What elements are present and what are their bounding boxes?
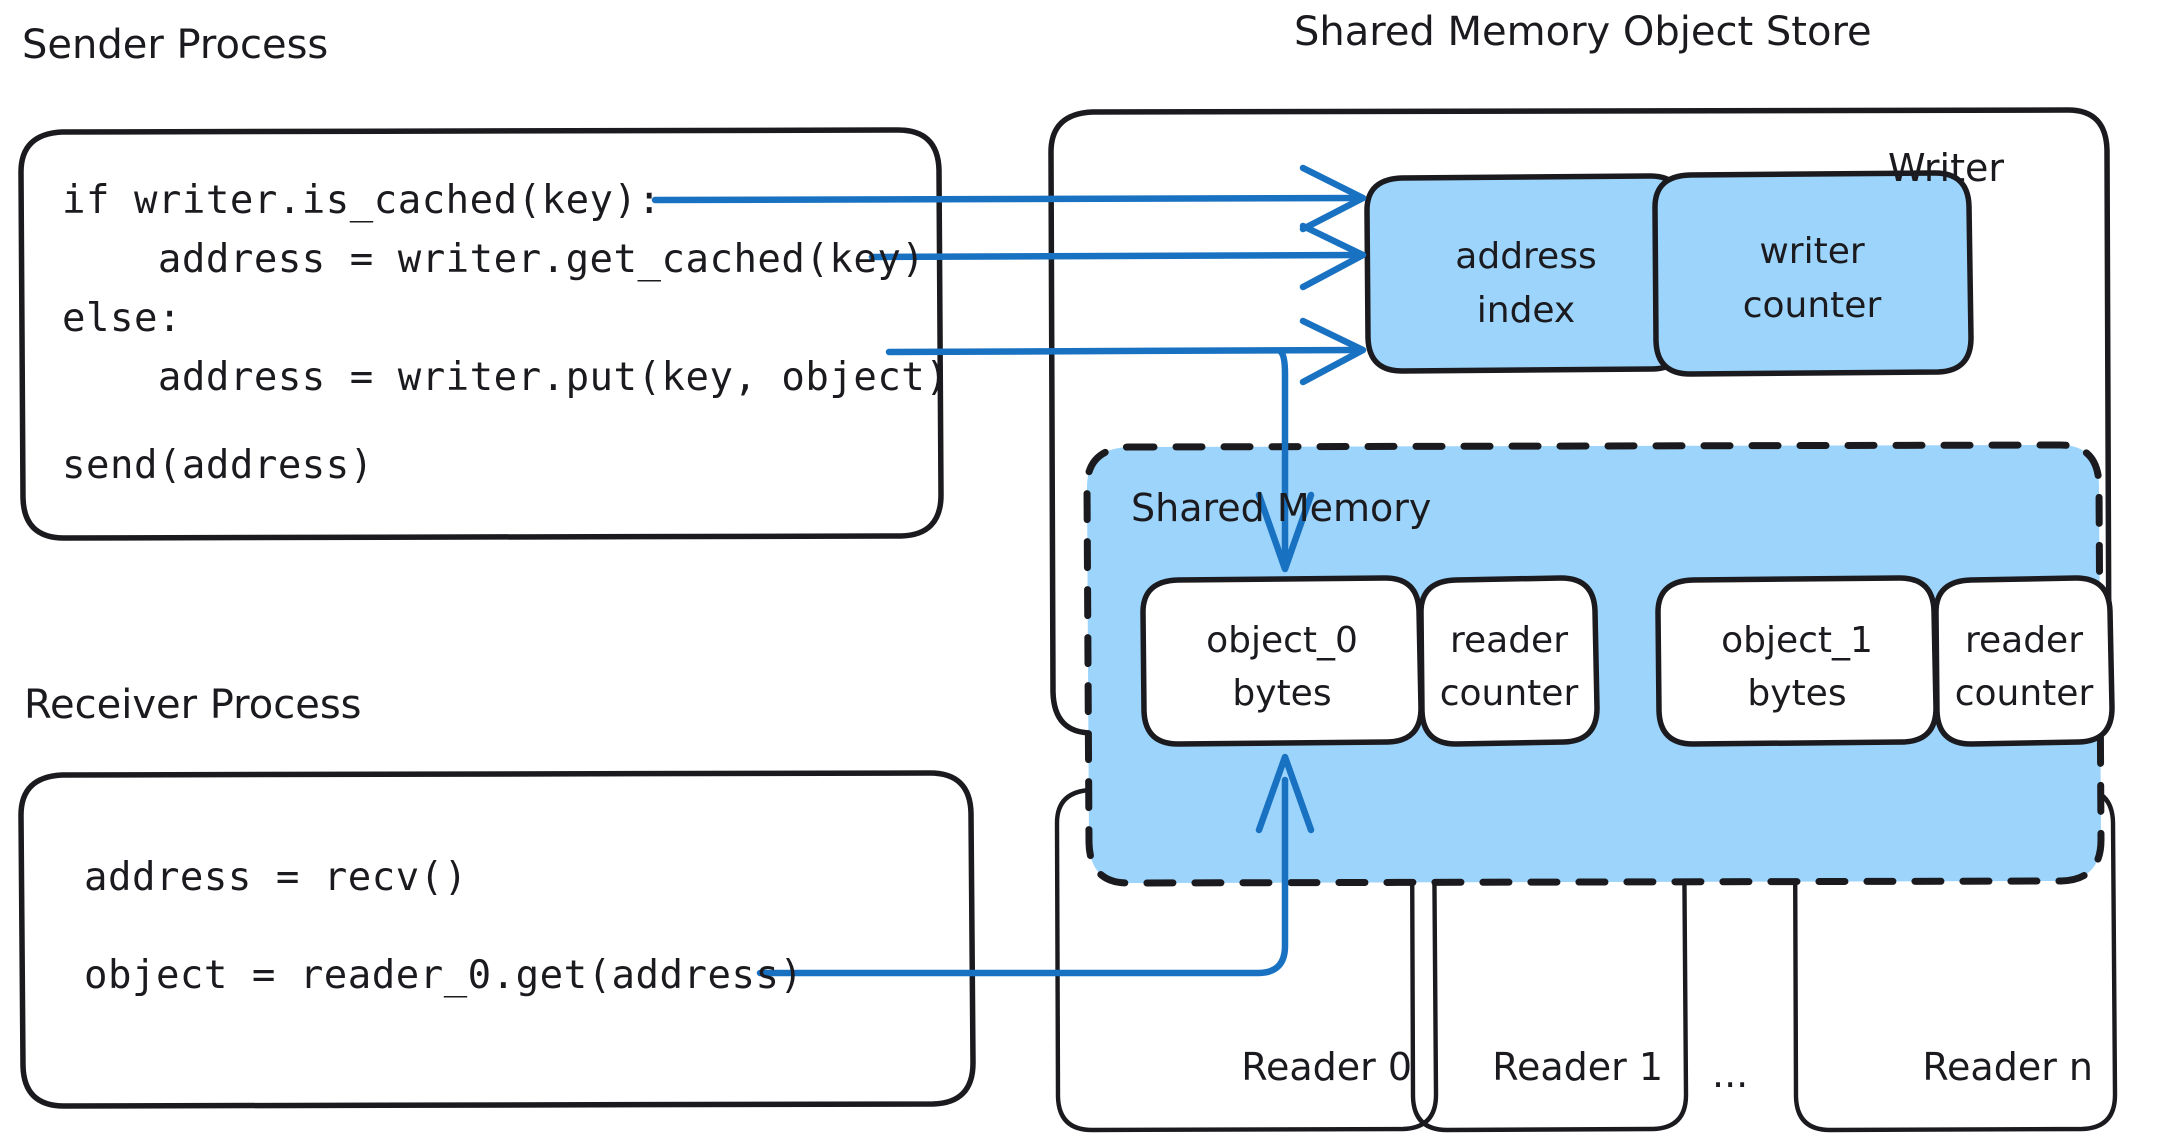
object-1-bytes-box	[1655, 575, 1939, 747]
arrow-get-cached	[868, 251, 1364, 261]
arrow-is-cached-head	[1299, 164, 1367, 233]
object-0-reader-counter-box	[1418, 575, 1600, 747]
sm-slot-1-counter-line2: counter	[1955, 673, 2094, 714]
sm-slot-0-object-line2: bytes	[1232, 673, 1331, 714]
sm-slot-0-counter-line2: counter	[1440, 673, 1579, 714]
receiver-process-box	[18, 770, 976, 1109]
sm-slot-1-object-line1: object_1	[1721, 620, 1873, 661]
sender-code-line-1: address = writer.get_cached(key)	[62, 237, 925, 282]
arrow-put-branch-head	[1255, 491, 1315, 573]
readers-ellipsis: ...	[1712, 1052, 1748, 1096]
sender-code-line-0: if writer.is_cached(key):	[62, 178, 662, 223]
writer-cell-1-line2: counter	[1743, 285, 1882, 326]
arrow-reader-get	[756, 776, 1289, 977]
object-0-bytes-box	[1140, 575, 1424, 747]
arrow-is-cached	[651, 194, 1364, 204]
writer-cell-0-line1: address	[1455, 236, 1596, 277]
sm-slot-1-object-line2: bytes	[1747, 673, 1846, 714]
writer-label: Writer	[1888, 146, 2004, 190]
sm-slot-1-counter-line1: reader	[1965, 620, 2083, 661]
reader-label-n: Reader n	[1922, 1045, 2093, 1089]
sender-code-line-2: else:	[62, 296, 182, 341]
sender-process-box	[18, 127, 944, 541]
receiver-code-line-0: address = recv()	[84, 855, 468, 900]
writer-cell-1-line1: writer	[1759, 231, 1865, 272]
sm-slot-0-object-line1: object_0	[1206, 620, 1358, 661]
writer-cell-writer-counter	[1652, 170, 1974, 377]
sm-slot-0-counter-line1: reader	[1450, 620, 1568, 661]
object-store-title: Shared Memory Object Store	[1294, 9, 1872, 55]
reader-label-0: Reader 0	[1241, 1045, 1412, 1089]
receiver-code-line-2: object = reader_0.get(address)	[84, 953, 803, 998]
shared-memory-label: Shared Memory	[1131, 486, 1431, 530]
sender-process-title: Sender Process	[22, 22, 328, 68]
arrow-put-branch	[1277, 348, 1289, 562]
writer-cell-0-line2: index	[1477, 290, 1576, 331]
arrow-put	[885, 346, 1364, 356]
object-1-reader-counter-box	[1933, 575, 2115, 747]
arrow-put-head	[1299, 317, 1367, 386]
sender-code-line-5: send(address)	[62, 443, 374, 488]
sender-code-line-3: address = writer.put(key, object)	[62, 355, 949, 400]
receiver-process-title: Receiver Process	[24, 682, 362, 728]
arrow-get-cached-head	[1299, 222, 1367, 291]
arrow-reader-get-head	[1255, 753, 1315, 834]
reader-label-1: Reader 1	[1492, 1045, 1663, 1089]
